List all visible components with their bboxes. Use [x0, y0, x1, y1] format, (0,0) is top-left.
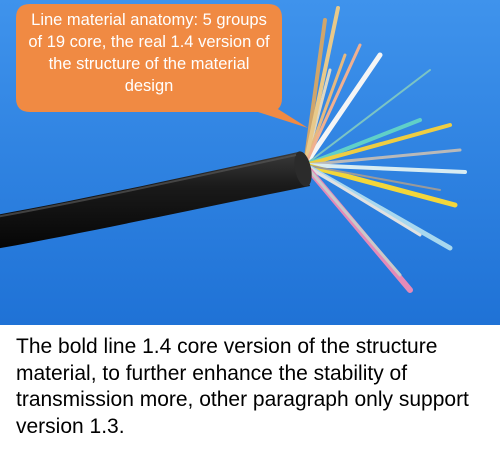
callout-bubble — [16, 4, 308, 128]
callout-label: Line material anatomy: 5 groups of 19 co… — [28, 11, 270, 95]
cable-photo — [0, 0, 500, 325]
wire-group — [302, 6, 467, 293]
cable-jacket — [0, 151, 312, 249]
caption-text: The bold line 1.4 core version of the st… — [16, 335, 469, 438]
